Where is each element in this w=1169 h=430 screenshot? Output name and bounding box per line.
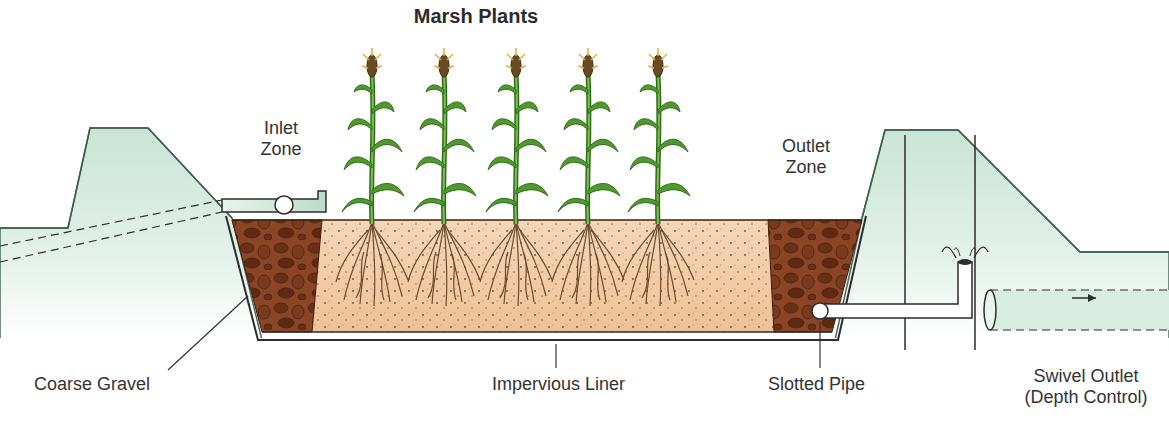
heading: Marsh Plants [414, 6, 538, 27]
left-berm [0, 128, 262, 340]
zone-label: Inlet Zone [249, 118, 313, 160]
part-label: Slotted Pipe [768, 374, 865, 395]
leader-lines [168, 296, 820, 370]
zone-label: Outlet Zone [768, 136, 844, 178]
slotted-pipe [812, 303, 828, 319]
inlet-gravel [232, 220, 322, 332]
outflow-pipe [990, 290, 1169, 330]
inlet-pipe [222, 191, 326, 214]
inflow-pipe [0, 200, 222, 262]
part-label: Impervious Liner [492, 374, 625, 395]
impervious-liner [226, 216, 866, 340]
swivel-outlet [822, 247, 996, 330]
part-label: Swivel Outlet (Depth Control) [1008, 366, 1164, 408]
marsh-plants [336, 48, 694, 306]
part-label: Coarse Gravel [34, 374, 150, 395]
